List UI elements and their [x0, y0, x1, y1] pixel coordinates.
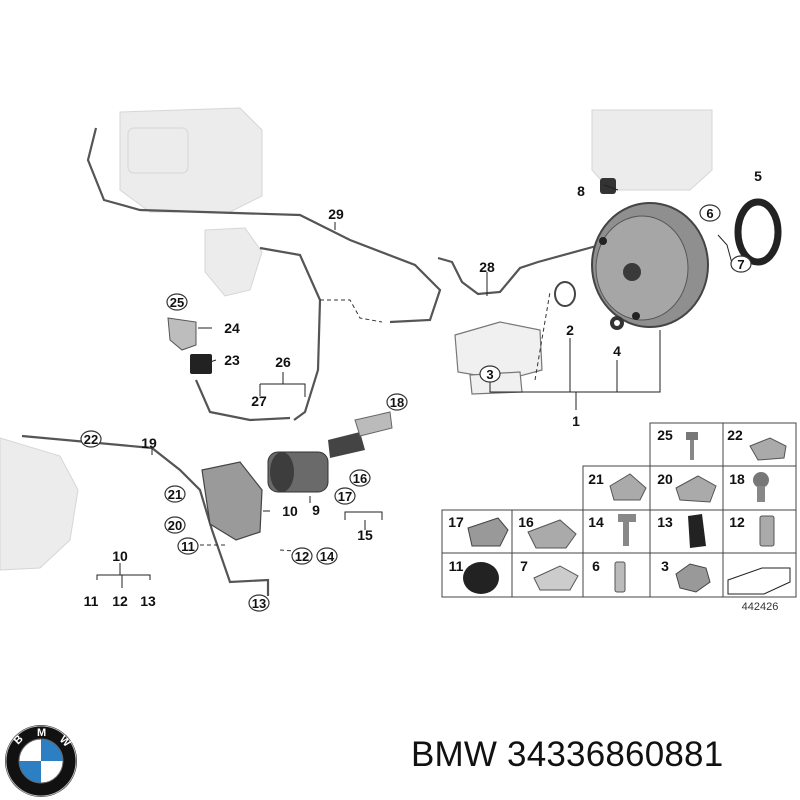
circled-callouts — [80, 204, 752, 612]
callout-10-group: 10 — [112, 548, 128, 564]
faded-components — [0, 107, 713, 571]
clip-17 — [467, 517, 509, 547]
callout-1: 1 — [572, 413, 580, 429]
pin-6 — [614, 561, 626, 593]
pump-assembly — [201, 411, 393, 541]
logo-letter-m: M — [37, 727, 46, 739]
grid-label-21: 21 — [588, 471, 604, 487]
hose-lines — [21, 127, 601, 596]
clip-21 — [609, 473, 647, 501]
grid-label-6: 6 — [592, 558, 600, 574]
parts-grid-labels: 25 22 21 20 18 17 16 14 13 12 11 7 6 3 4… — [448, 427, 778, 613]
callout-13: 13 — [252, 596, 266, 611]
reservoir — [454, 321, 543, 395]
grid-label-11: 11 — [449, 558, 464, 574]
callout-11: 11 — [181, 539, 195, 554]
grid-label-13: 13 — [657, 514, 673, 530]
reference-arrow — [727, 567, 791, 595]
callout-7: 7 — [737, 257, 744, 272]
leader-lines — [96, 184, 734, 588]
callout-4: 4 — [613, 343, 621, 359]
brake-booster — [591, 202, 709, 328]
callout-11-group: 11 — [84, 593, 99, 609]
bmw-logo: B M W — [5, 725, 77, 797]
callout-2: 2 — [566, 322, 574, 338]
grid-label-7: 7 — [520, 558, 528, 574]
nut-3 — [675, 563, 711, 593]
grid-label-12: 12 — [729, 514, 745, 530]
callout-29: 29 — [328, 206, 344, 222]
callout-12-group: 12 — [112, 593, 128, 609]
callout-19: 19 — [141, 435, 157, 451]
bolt-25 — [686, 432, 698, 440]
sleeve-12 — [759, 515, 775, 547]
parts-grid-icons — [463, 432, 791, 595]
gasket-ring — [734, 198, 782, 266]
callout-28: 28 — [479, 259, 495, 275]
callout-6: 6 — [706, 206, 713, 221]
clip-22 — [749, 437, 787, 461]
reference-number: 442426 — [742, 601, 779, 613]
o-ring — [554, 281, 576, 307]
callout-12: 12 — [295, 549, 309, 564]
screw-14 — [618, 514, 636, 522]
grid-label-3: 3 — [661, 558, 669, 574]
callout-3: 3 — [486, 367, 493, 382]
grommet-11 — [463, 562, 499, 594]
callout-27: 27 — [251, 393, 267, 409]
clip-16 — [527, 519, 577, 549]
callout-5: 5 — [754, 168, 762, 184]
grid-label-14: 14 — [588, 514, 604, 530]
bolt-18 — [753, 472, 769, 488]
clip-20 — [675, 475, 717, 503]
callout-14: 14 — [320, 549, 335, 564]
callout-21: 21 — [168, 487, 182, 502]
grid-label-17: 17 — [448, 514, 464, 530]
grid-label-22: 22 — [727, 427, 743, 443]
callout-20: 20 — [168, 518, 182, 533]
clip-7 — [533, 565, 579, 591]
grid-label-20: 20 — [657, 471, 673, 487]
callout-9: 9 — [312, 502, 320, 518]
part-caption: BMW 34336860881 — [411, 735, 724, 774]
callout-17: 17 — [338, 489, 352, 504]
callout-23: 23 — [224, 352, 240, 368]
callout-16: 16 — [353, 471, 367, 486]
callout-15: 15 — [357, 527, 373, 543]
washer — [610, 316, 624, 330]
callout-26: 26 — [275, 354, 291, 370]
callout-22: 22 — [84, 432, 98, 447]
clip-13 — [688, 514, 706, 548]
bracket-24 — [167, 317, 197, 351]
connector-23 — [190, 354, 212, 374]
callout-8: 8 — [577, 183, 585, 199]
callout-25: 25 — [170, 295, 184, 310]
parts-grid — [441, 422, 797, 598]
circled-callout-labels: 3 6 7 25 18 22 21 20 11 13 12 14 17 16 — [84, 206, 745, 611]
callout-13-group: 13 — [140, 593, 156, 609]
callout-24: 24 — [224, 320, 240, 336]
grid-label-25: 25 — [657, 427, 673, 443]
callout-labels: 1 2 4 5 8 9 10 15 19 23 24 26 27 28 29 1… — [84, 168, 763, 609]
grid-label-16: 16 — [518, 514, 534, 530]
grid-label-18: 18 — [729, 471, 745, 487]
callout-10: 10 — [282, 503, 298, 519]
callout-18: 18 — [390, 395, 404, 410]
